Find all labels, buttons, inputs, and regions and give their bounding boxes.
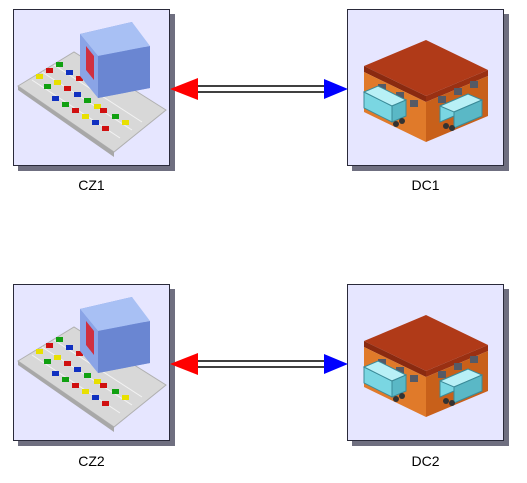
node-cz2[interactable] — [13, 284, 170, 441]
node-label-dc2: DC2 — [411, 453, 440, 469]
warehouse-icon — [362, 40, 488, 142]
node-dc1[interactable] — [347, 9, 504, 166]
cars — [36, 62, 129, 131]
node-label-dc1: DC1 — [411, 177, 440, 193]
node-dc2[interactable] — [347, 284, 504, 441]
warehouse-icon — [362, 315, 488, 417]
node-label-cz2: CZ2 — [78, 453, 105, 469]
arrowhead-red-icon — [170, 353, 198, 375]
link-cz2-dc2[interactable] — [170, 353, 348, 375]
link-cz1-dc1[interactable] — [170, 78, 348, 100]
arrowhead-blue-icon — [324, 354, 348, 374]
arrowhead-blue-icon — [324, 79, 348, 99]
node-cz1[interactable] — [13, 9, 170, 166]
arrowhead-red-icon — [170, 78, 198, 100]
cars — [36, 337, 129, 406]
parking-lot-icon — [17, 297, 167, 432]
parking-lot-icon — [17, 22, 167, 157]
node-label-cz1: CZ1 — [78, 177, 105, 193]
